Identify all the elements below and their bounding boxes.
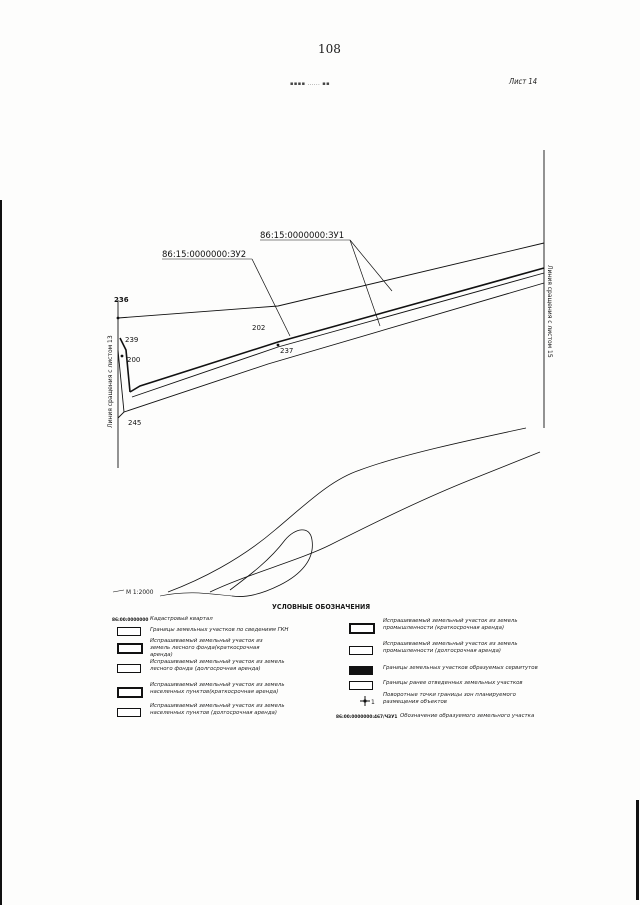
river-contour-2 [209,451,541,593]
lower-boundary [117,282,545,413]
page-number: 108 [318,42,341,56]
point-237-marker [276,343,280,347]
label-point-237: 237 [280,347,293,355]
turning-point-icon: 1 [360,696,375,706]
right-match-label: Линия сращения с листом 15 [546,265,553,358]
legend-item: Испрашиваемый земельный участок из земел… [150,682,285,695]
legend-swatch-industry-long [349,646,373,655]
plot-zu1-boundary [129,267,545,393]
legend-item: Испрашиваемый земельный участок из земел… [383,641,518,654]
label-point-245: 245 [128,419,141,427]
label-plot-zu2: 86:15:0000000:ЗУ2 [162,250,246,260]
left-match-label: Линия сращения с листом 13 [107,335,114,428]
legend-swatch-servitude [349,666,373,675]
river-contour [167,427,527,593]
legend-swatch-gkn [117,627,141,636]
header-mark: ▪▪▪▪ ...... ▪▪ [290,81,331,87]
leader-zu1-b [349,239,381,327]
legend-swatch-prior-plots [349,681,373,690]
map-scale: М 1:2000 [126,588,154,596]
legend-code-quarter: 86:00:0000000 [112,618,149,623]
label-point-202: 202 [252,324,265,332]
plot-zu1-boundary-inner [131,272,545,398]
legend-item: Испрашиваемый земельный участок из земел… [150,659,285,672]
legend-item: Границы земельных участков образуемых се… [383,665,538,671]
plot-zu2-boundary [119,337,131,393]
legend-item: Испрашиваемый земельный участок из земел… [150,703,285,716]
quarter-boundary [117,242,545,319]
legend-title: УСЛОВНЫЕ ОБОЗНАЧЕНИЯ [272,603,371,611]
scan-edge-right [636,800,639,900]
sheet-label: Лист 14 [509,77,538,86]
label-plot-zu1: 86:15:0000000:ЗУ1 [260,231,344,241]
lower-right-segment [117,411,125,419]
point-236-marker [116,316,120,320]
label-point-236: 236 [114,296,129,304]
leader-zu2 [251,258,291,337]
legend-item: Обозначение образуемого земельного участ… [400,713,535,719]
legend-swatch-industry-short [349,623,375,634]
river-loop [229,529,313,597]
svg-text:1: 1 [371,699,375,706]
label-point-239: 239 [125,336,138,344]
legend-swatch-forest-short [117,643,143,654]
river-tail [159,592,233,597]
scale-arrow [112,589,125,593]
point-200-marker [120,354,124,358]
label-point-200: 200 [127,356,140,364]
legend-item: Поворотные точки границы зон планируемог… [383,692,516,705]
legend-item: Кадастровый квартал [150,616,213,622]
legend-swatch-forest-long [117,664,141,673]
legend-code-plot: 86:00:0000000:467/ЧЗУ1 [336,715,398,720]
legend-item: Границы ранее отведенных земельных участ… [383,680,523,686]
leader-zu1-a [349,239,393,292]
legend-swatch-settlement-short [117,687,143,698]
legend-item: Испрашиваемый земельный участок из земел… [383,618,518,631]
legend-item: Испрашиваемый земельный участок из земел… [150,638,263,658]
legend-item: Границы земельных участков по сведениям … [150,627,289,633]
legend-swatch-settlement-long [117,708,141,717]
scan-edge-left [0,200,2,905]
